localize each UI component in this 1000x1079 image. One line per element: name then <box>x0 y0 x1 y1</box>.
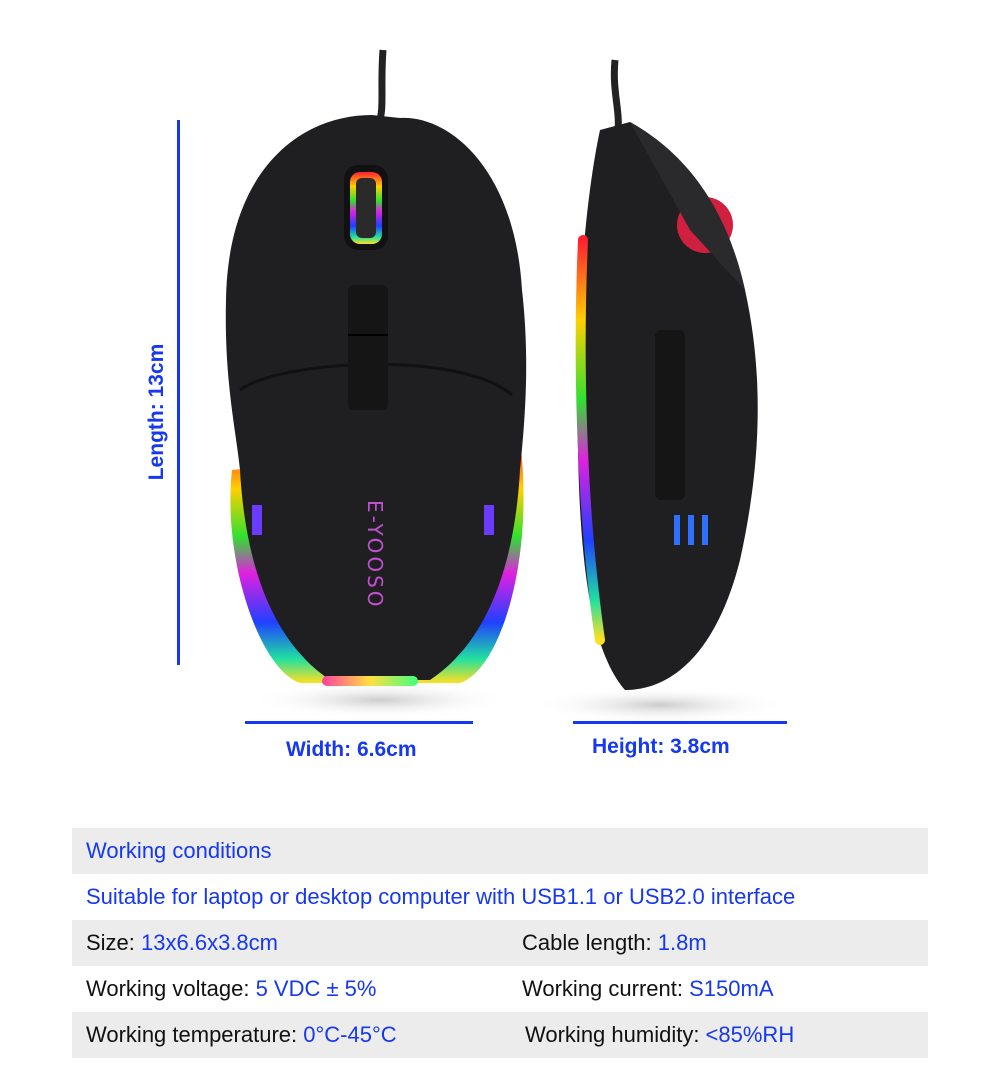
compatibility-text: Suitable for laptop or desktop computer … <box>86 884 796 909</box>
width-label: Width: 6.6cm <box>286 738 417 761</box>
mouse-side-view <box>575 59 758 690</box>
current-value: S150mA <box>689 976 774 1001</box>
temperature-label: Working temperature: <box>86 1022 304 1047</box>
specs-title: Working conditions <box>86 838 272 863</box>
table-row: Working voltage: 5 VDC ± 5% Working curr… <box>72 966 928 1012</box>
table-row: Working temperature: 0°C-45°C Working hu… <box>72 1012 928 1058</box>
compatibility-row: Suitable for laptop or desktop computer … <box>72 874 928 920</box>
humidity-value: <85%RH <box>705 1022 795 1047</box>
temperature-value: 0°C-45°C <box>303 1022 397 1047</box>
width-dimension-line <box>245 721 473 724</box>
length-dimension-line <box>177 120 180 665</box>
specs-title-row: Working conditions <box>72 828 928 874</box>
mouse-top-view: E-YOOSO <box>225 49 527 686</box>
height-dimension-line <box>573 721 787 724</box>
current-label: Working current: <box>522 976 690 1001</box>
voltage-value: 5 VDC ± 5% <box>255 976 377 1001</box>
length-label: Length: 13cm <box>145 343 168 481</box>
shadow-side <box>530 687 790 723</box>
shadow-top <box>250 682 510 718</box>
product-images: E-YOOSO <box>225 49 790 723</box>
height-label: Height: 3.8cm <box>592 735 730 758</box>
size-label: Size: <box>86 930 142 955</box>
voltage-label: Working voltage: <box>86 976 256 1001</box>
logo-text: E-YOOSO <box>363 500 387 610</box>
cable-length-label: Cable length: <box>522 930 658 955</box>
size-value: 13x6.6x3.8cm <box>141 930 278 955</box>
table-row: Size: 13x6.6x3.8cm Cable length: 1.8m <box>72 920 928 966</box>
cable-length-value: 1.8m <box>657 930 707 955</box>
humidity-label: Working humidity: <box>525 1022 706 1047</box>
